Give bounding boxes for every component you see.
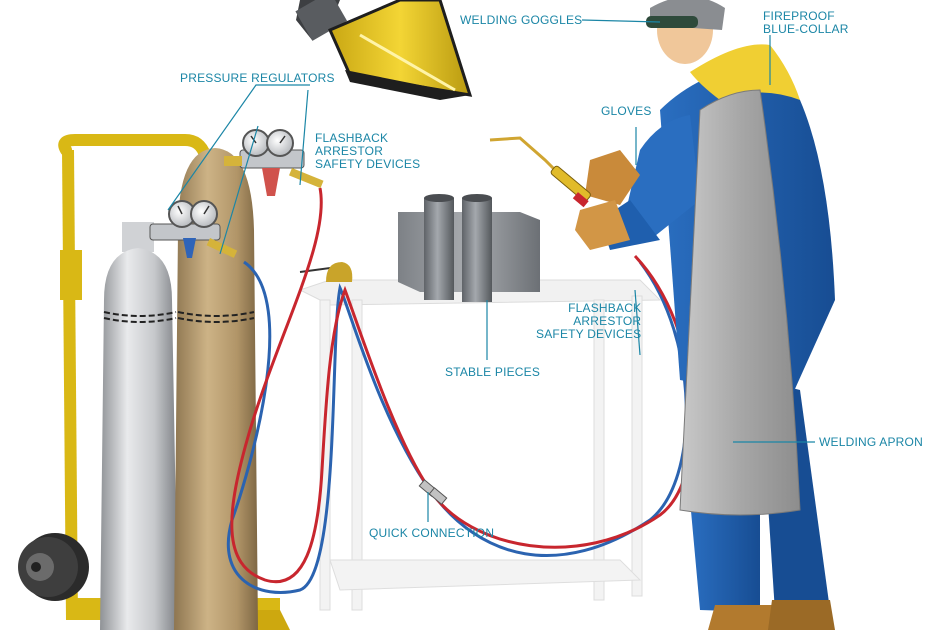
stable-pieces — [398, 194, 540, 302]
hoses — [226, 187, 695, 594]
label-stable-pieces: STABLE PIECES — [445, 365, 541, 379]
label-flashback-top-line-3: SAFETY DEVICES — [315, 157, 421, 171]
label-fireproof-blue-collar: FIREPROOF BLUE-COLLAR — [763, 10, 849, 36]
label-flashback-right-line-2: ARRESTOR — [573, 314, 642, 328]
label-flashback-top-line-1: FLASHBACK — [315, 131, 389, 145]
label-flashback-top-line-2: ARRESTOR — [315, 144, 384, 158]
label-welding-apron: WELDING APRON — [819, 435, 923, 449]
label-welding-goggles: WELDING GOGGLES — [460, 13, 583, 27]
welder — [575, 0, 835, 630]
label-fireproof-line-1: FIREPROOF — [763, 9, 835, 23]
welding-torch — [489, 136, 591, 208]
label-flashback-right-line-1: FLASHBACK — [568, 301, 642, 315]
fuel-regulator — [224, 129, 324, 196]
label-fireproof-line-2: BLUE-COLLAR — [763, 22, 849, 36]
label-pressure-regulators: PRESSURE REGULATORS — [180, 71, 335, 85]
label-flashback-arrestor-right: FLASHBACK ARRESTOR SAFETY DEVICES — [536, 302, 641, 341]
oxygen-cylinder — [100, 222, 178, 630]
hose-hook — [299, 262, 353, 282]
leader-lines — [167, 19, 815, 522]
label-flashback-right-line-3: SAFETY DEVICES — [536, 327, 642, 341]
overhead-torch — [295, 0, 473, 100]
label-gloves: GLOVES — [601, 104, 652, 118]
label-quick-connection: QUICK CONNECTION — [369, 526, 495, 540]
label-flashback-arrestor-top: FLASHBACK ARRESTOR SAFETY DEVICES — [315, 132, 420, 171]
